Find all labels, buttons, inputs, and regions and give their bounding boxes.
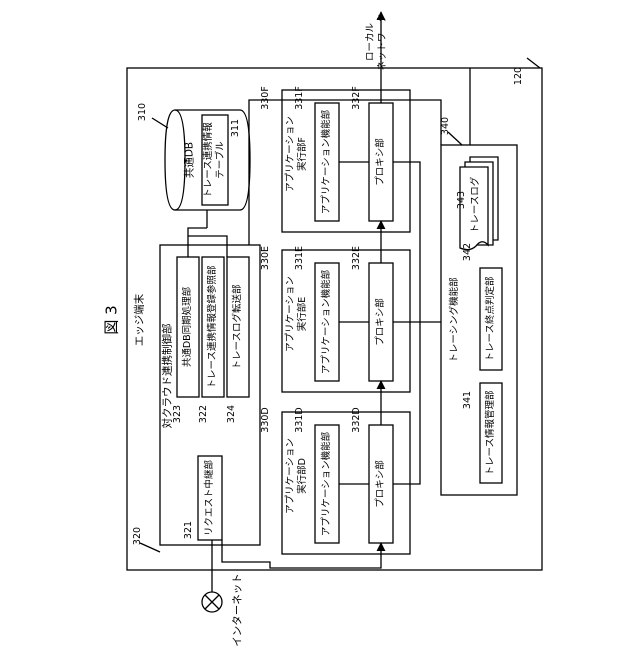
app-d-label: アプリケーション 実行部D — [285, 438, 309, 514]
trace-end-ref: 342 — [462, 243, 474, 261]
proxy-d-label: プロキシ部 — [375, 460, 387, 508]
tracing-label: トレーシング機能部 — [449, 277, 461, 362]
trace-log-ref: 343 — [456, 191, 468, 209]
db-sync-label: 共通DB同期処理部 — [182, 287, 194, 367]
app-f-label: アプリケーション 実行部F — [285, 116, 309, 192]
tracing-ref: 340 — [440, 117, 452, 135]
trace-ref-ref: 322 — [198, 405, 210, 423]
trace-end-label: トレース終点判定部 — [485, 276, 497, 361]
app-func-e-label: アプリケーション機能部 — [321, 270, 333, 374]
app-func-d-ref: 331D — [294, 407, 306, 432]
edge-label: エッジ端末 — [133, 294, 146, 347]
ref-leader-120 — [527, 58, 540, 68]
figure-title: 図 3 — [103, 305, 122, 334]
edge-ref: 120 — [513, 67, 525, 85]
app-f-ref: 330F — [260, 86, 272, 110]
app-func-d-label: アプリケーション機能部 — [321, 432, 333, 536]
local-network-label: ローカル ネットワーク — [365, 13, 389, 70]
request-relay-ref: 321 — [183, 521, 195, 539]
trace-mgmt-label: トレース情報管理部 — [485, 390, 497, 475]
ref-leader-310 — [152, 118, 168, 128]
app-e-label: アプリケーション 実行部E — [285, 276, 309, 352]
db-sync-ref: 323 — [172, 405, 184, 423]
app-d-ref: 330D — [260, 407, 272, 432]
conn-proxy-d-tracing — [393, 322, 420, 484]
trace-log-label: トレースログ — [470, 177, 482, 234]
internet-label: インターネット — [231, 573, 244, 647]
log-transfer-label: トレースログ転送部 — [232, 284, 244, 369]
proxy-e-ref: 332E — [351, 246, 363, 270]
proxy-f-ref: 332F — [351, 86, 363, 110]
trace-mgmt-ref: 341 — [462, 391, 474, 409]
app-func-f-ref: 331F — [294, 86, 306, 110]
conn-db-modules — [188, 210, 227, 257]
app-func-f-label: アプリケーション機能部 — [321, 110, 333, 214]
trace-table-label: トレース連携情報 テーブル — [203, 122, 227, 198]
conn-proxy-f-tracing — [393, 162, 420, 322]
conn-log-transfer — [249, 100, 441, 245]
proxy-f-label: プロキシ部 — [375, 138, 387, 186]
request-relay-label: リクエスト中継部 — [204, 460, 216, 536]
proxy-e-label: プロキシ部 — [375, 298, 387, 346]
cloud-control-ref: 320 — [132, 527, 144, 545]
trace-table-ref: 311 — [230, 119, 242, 137]
shared-db-ref: 310 — [137, 103, 149, 121]
proxy-d-ref: 332D — [351, 407, 363, 432]
shared-db-label: 共通DB — [183, 142, 196, 178]
log-transfer-ref: 324 — [226, 405, 238, 423]
app-func-e-ref: 331E — [294, 246, 306, 270]
trace-ref-label: トレース連携情報登録参照部 — [207, 265, 219, 388]
app-e-ref: 330E — [260, 246, 272, 270]
